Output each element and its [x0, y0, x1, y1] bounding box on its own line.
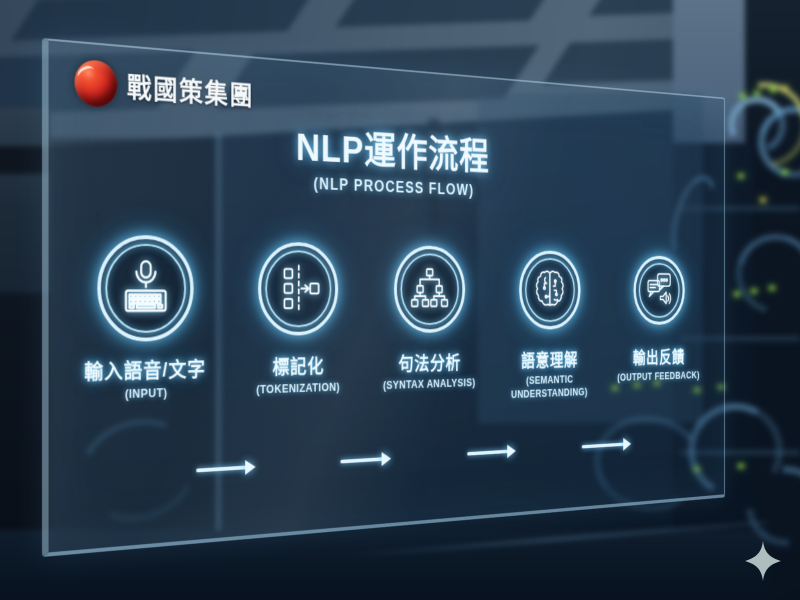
rack-shelf	[680, 336, 800, 341]
flow-arrow	[340, 451, 391, 468]
stage-label-en: (OUTPUT FEEDBACK)	[617, 369, 700, 384]
led-light	[734, 292, 740, 296]
stage-output-feedback: 輸出反饋 (OUTPUT FEEDBACK)	[602, 244, 714, 385]
led-light	[782, 170, 788, 174]
stage-circle	[361, 239, 496, 339]
led-light	[754, 91, 760, 95]
stage-label-zh: 標記化	[272, 355, 325, 379]
glow-ring	[633, 255, 685, 325]
rack-shelf	[680, 206, 800, 211]
stage-label-zh: 輸出反饋	[632, 348, 685, 368]
process-flow: 輸入語音/文字 (INPUT)	[49, 232, 729, 491]
led-light	[751, 289, 757, 293]
glow-ring	[394, 245, 466, 334]
stage-input: 輸入語音/文字 (INPUT)	[61, 232, 227, 405]
led-light	[738, 174, 744, 178]
stage-label-zh: 輸入語音/文字	[84, 358, 206, 384]
stage-label-zh: 句法分析	[398, 352, 461, 375]
microphone-keyboard-icon	[118, 257, 173, 319]
brain-icon	[532, 267, 567, 312]
stage-label-en: (SYNTAX ANALYSIS)	[383, 376, 476, 392]
stage-circle	[487, 242, 610, 337]
server-rack	[745, 0, 800, 600]
glass-panel: 戰國策集團 NLP運作流程 (NLP PROCESS FLOW)	[42, 38, 726, 557]
led-light	[769, 286, 775, 290]
stage-circle	[602, 244, 714, 335]
led-light	[770, 88, 776, 92]
title-block: NLP運作流程 (NLP PROCESS FLOW)	[49, 98, 671, 207]
tokenization-icon	[276, 262, 322, 316]
chat-speaker-icon	[645, 270, 674, 309]
syntax-tree-icon	[410, 264, 451, 314]
led-light	[760, 198, 766, 202]
led-light	[782, 86, 788, 90]
stage-semantic-understanding: 語意理解 (SEMANTIC UNDERSTANDING)	[487, 242, 610, 403]
stage-circle	[61, 232, 227, 343]
stage-label-zh: 語意理解	[521, 350, 578, 371]
rack-shadow	[0, 146, 48, 174]
stage-tokenization: 標記化 (TOKENIZATION)	[222, 236, 371, 399]
glow-ring	[258, 241, 339, 336]
led-light	[738, 464, 744, 468]
rack-shelf	[680, 450, 800, 455]
glow-ring	[518, 249, 581, 330]
glow-ring	[97, 234, 194, 343]
flow-arrow	[196, 459, 256, 478]
flow-arrow	[582, 437, 631, 453]
led-light	[740, 94, 746, 98]
sparkle-icon	[742, 540, 784, 582]
stage-circle	[222, 236, 371, 341]
flow-arrow	[467, 444, 516, 461]
stage-label-en: (SEMANTIC UNDERSTANDING)	[511, 373, 588, 401]
stage-syntax-analysis: 句法分析 (SYNTAX ANALYSIS)	[361, 239, 496, 394]
stage-label-en: (TOKENIZATION)	[256, 380, 340, 397]
stage-label-en: (INPUT)	[124, 386, 168, 402]
